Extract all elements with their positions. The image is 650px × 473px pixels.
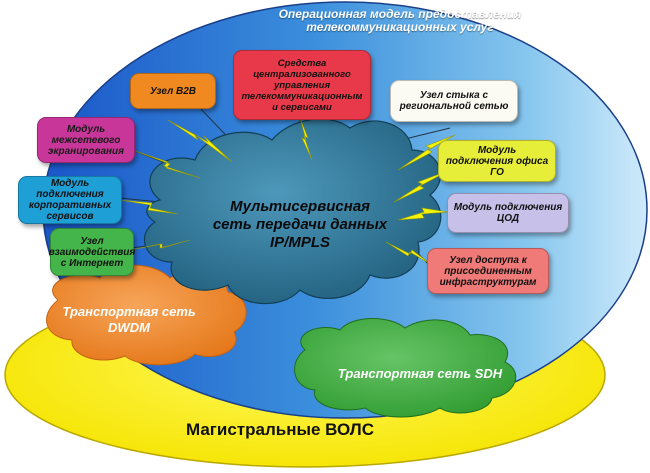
node-data-center: Модуль подключения ЦОД: [447, 193, 569, 233]
core-network-label: Мультисервисная сеть передачи данных IP/…: [212, 198, 388, 251]
lightning-bolt: [299, 117, 313, 161]
node-regional-interface: Узел стыка с региональной сетью: [390, 80, 518, 122]
lightning-bolt: [385, 241, 433, 266]
sdh-cloud: [294, 318, 517, 418]
lightning-bolt: [119, 199, 179, 215]
lightning-bolt: [397, 207, 449, 221]
backbone-label: Магистральные ВОЛС: [185, 420, 375, 439]
lightning-bolt: [397, 134, 456, 171]
core-cloud: [143, 118, 442, 305]
node-b2b: Узел B2B: [130, 73, 216, 109]
node-firewall: Модуль межсетевого экранирования: [37, 117, 135, 163]
node-corporate-services: Модуль подключения корпоративных сервисо…: [18, 176, 122, 224]
node-infrastructure-access: Узел доступа к присоединенным инфраструк…: [427, 248, 549, 294]
lightning-bolt: [131, 149, 201, 179]
lightning-bolt: [129, 239, 191, 251]
diagram-title: Операционная модель предоставления телек…: [278, 7, 522, 34]
sdh-label: Транспортная сеть SDH: [337, 366, 503, 381]
node-management: Средства централизованного управления те…: [233, 50, 371, 120]
lightning-bolts: [119, 117, 456, 266]
lightning-bolt: [393, 169, 451, 203]
node-internet: Узел взаимодействия с Интернет: [49, 228, 135, 276]
lightning-bolt: [167, 119, 233, 163]
node-office-go: Модуль подключения офиса ГО: [438, 140, 556, 182]
dwdm-label: Транспортная сеть DWDM: [62, 304, 196, 335]
